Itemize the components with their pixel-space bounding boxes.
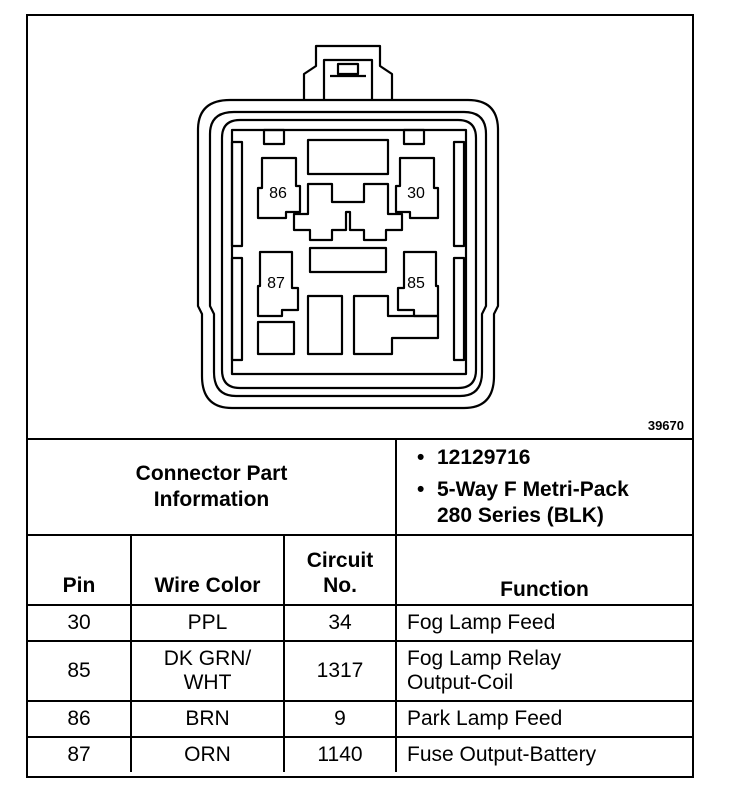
pin-label-86: 86 — [269, 185, 287, 202]
function-cell: Fuse Output-Battery — [395, 736, 692, 772]
pin-cell: 86 — [28, 700, 132, 738]
header-pin: Pin — [28, 536, 132, 606]
function-cell: Fog Lamp Feed — [395, 604, 692, 642]
connector-info-label-line1: Connector Part — [135, 462, 288, 485]
connector-diagram-frame: 86 30 87 85 39670 Connector Part Informa… — [26, 14, 694, 778]
connector-part-info-label: Connector Part Information — [28, 440, 397, 536]
function-cell: Fog Lamp Relay Output-Coil — [395, 640, 692, 702]
connector-description: •5-Way F Metri-Pack — [417, 478, 629, 501]
circuit-cell: 1140 — [283, 736, 397, 772]
header-function: Function — [395, 536, 692, 606]
circuit-cell: 9 — [283, 700, 397, 738]
connector-latch — [302, 44, 394, 100]
pin-label-87: 87 — [267, 275, 285, 292]
connector-part-info-table: Connector Part Information •12129716 •5-… — [28, 440, 692, 536]
table-row: 86 BRN 9 Park Lamp Feed — [28, 700, 692, 738]
table-row: 85 DK GRN/ WHT 1317 Fog Lamp Relay Outpu… — [28, 640, 692, 702]
header-circuit-no: Circuit No. — [283, 536, 397, 606]
pin-cell: 87 — [28, 736, 132, 772]
pin-cell: 30 — [28, 604, 132, 642]
terminal-87 — [256, 250, 300, 318]
circuit-cell: 34 — [283, 604, 397, 642]
connector-description-line2: 280 Series (BLK) — [437, 504, 604, 527]
wire-color-cell: DK GRN/ WHT — [130, 640, 285, 702]
table-row: 87 ORN 1140 Fuse Output-Battery — [28, 736, 692, 772]
pin-table: Pin Wire Color Circuit No. Function 30 P… — [28, 536, 692, 772]
part-number: •12129716 — [417, 446, 531, 469]
figure-number: 39670 — [647, 418, 684, 433]
wire-color-cell: BRN — [130, 700, 285, 738]
pin-table-header: Pin Wire Color Circuit No. Function — [28, 536, 692, 606]
connector-part-info-values: •12129716 •5-Way F Metri-Pack 280 Series… — [395, 440, 692, 536]
connector-housing-outer — [196, 98, 500, 410]
connector-info-section: Connector Part Information •12129716 •5-… — [28, 438, 692, 772]
pin-cell: 85 — [28, 640, 132, 702]
terminal-86 — [256, 156, 302, 220]
wire-color-cell: ORN — [130, 736, 285, 772]
circuit-cell: 1317 — [283, 640, 397, 702]
connector-info-label-line2: Information — [153, 488, 270, 511]
terminal-30 — [394, 156, 440, 220]
header-wire-color: Wire Color — [130, 536, 285, 606]
connector-housing-inner — [208, 110, 488, 398]
connector-part-info-row: Connector Part Information •12129716 •5-… — [28, 440, 692, 536]
connector-face-diagram: 86 30 87 85 — [196, 44, 500, 410]
wire-color-cell: PPL — [130, 604, 285, 642]
table-row: 30 PPL 34 Fog Lamp Feed — [28, 604, 692, 642]
function-cell: Park Lamp Feed — [395, 700, 692, 738]
pin-label-30: 30 — [407, 185, 425, 202]
pin-label-85: 85 — [407, 275, 425, 292]
